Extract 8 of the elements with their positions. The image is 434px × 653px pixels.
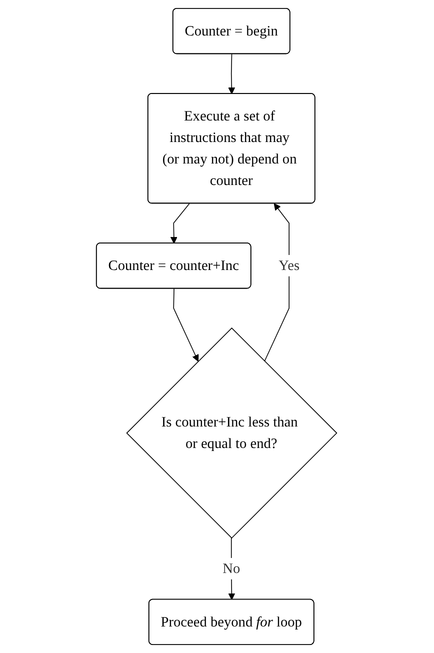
arrow — [174, 288, 200, 362]
arrow — [228, 54, 236, 94]
node-diamond: Is counter+Inc less than or equal to end? — [126, 328, 338, 539]
arrow — [228, 538, 236, 600]
edge-label: No — [223, 560, 241, 576]
arrow — [170, 203, 190, 244]
edge-label: Yes — [279, 257, 300, 274]
arrow — [264, 203, 290, 362]
